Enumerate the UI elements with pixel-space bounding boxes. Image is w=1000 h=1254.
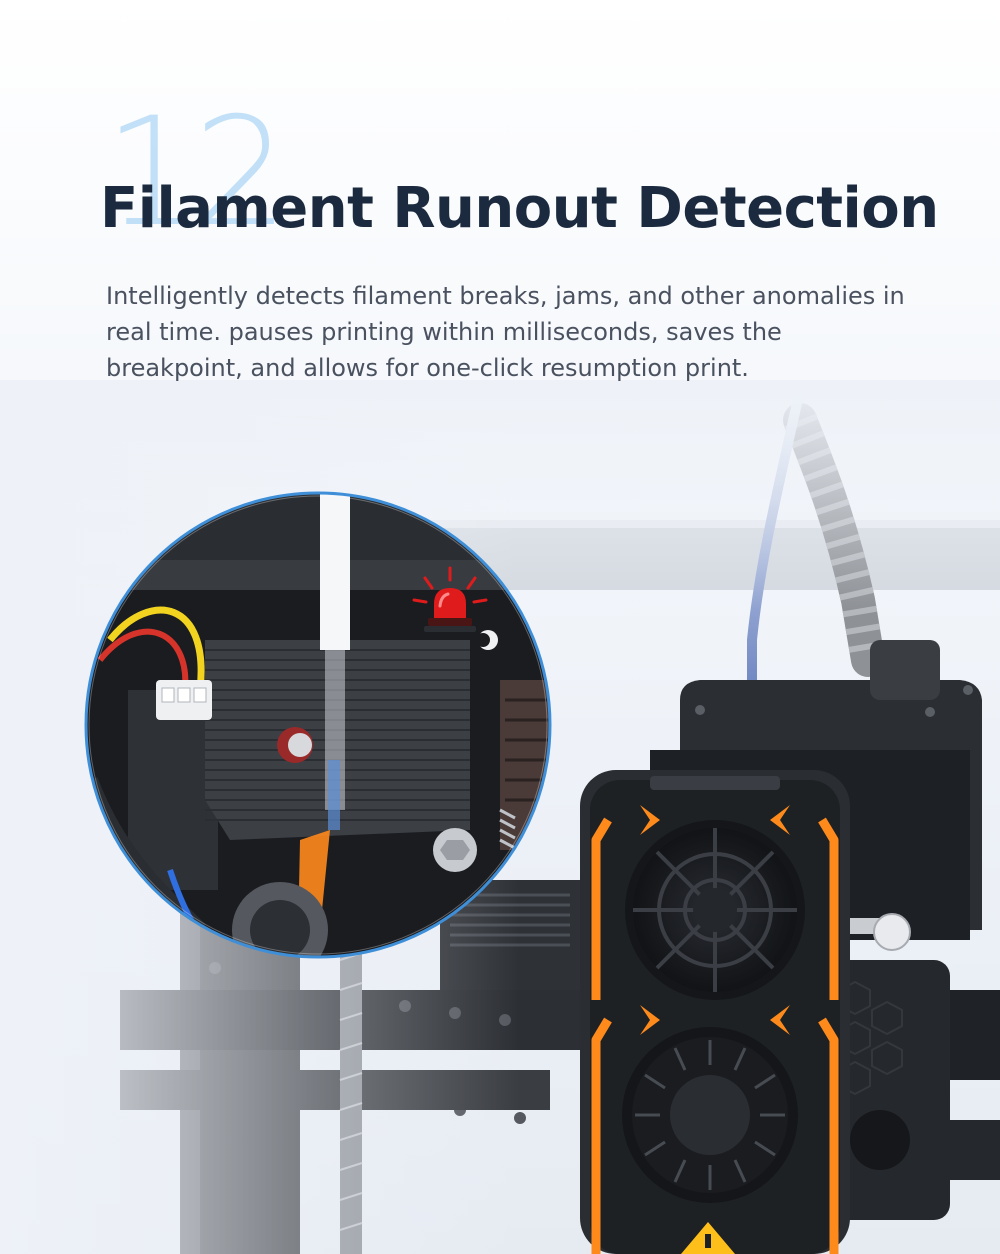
part-cooling-blower (622, 1027, 798, 1203)
hotend-fan (625, 820, 805, 1000)
hazard-triangle-icon (681, 1222, 735, 1254)
extruder-assembly (580, 385, 982, 1254)
red-warning-beacon-icon (412, 566, 488, 632)
feature-number: 12 (104, 86, 289, 260)
feature-title: Filament Runout Detection (100, 176, 939, 241)
feature-description: Intelligently detects filament breaks, j… (106, 282, 905, 382)
